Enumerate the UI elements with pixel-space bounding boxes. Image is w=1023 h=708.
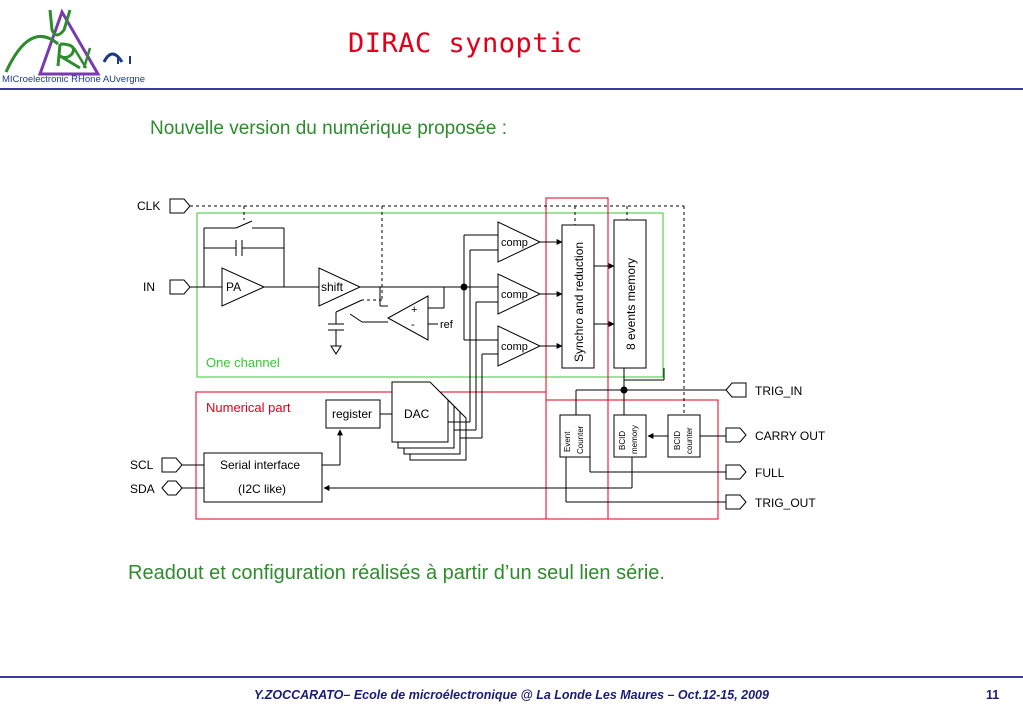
comparator-2: comp: [497, 273, 542, 315]
scl-label: SCL: [130, 458, 154, 472]
subtitle: Nouvelle version du numérique proposée :: [150, 118, 507, 139]
comp-label: comp: [501, 289, 528, 301]
event-counter-block: [559, 414, 591, 458]
output-logic-box: [545, 399, 719, 520]
micrhau-logo: [4, 8, 131, 76]
comparator-1: comp: [497, 221, 542, 263]
pa-amplifier: [221, 267, 266, 307]
memory8-label: 8 events memory: [624, 258, 638, 350]
register-label: register: [332, 407, 372, 421]
baseline-opamp: [386, 295, 429, 341]
ground-symbol: [330, 345, 342, 355]
carry-out-label: CARRY OUT: [755, 429, 826, 443]
comp-label: comp: [501, 341, 528, 353]
svg-text:counter: counter: [685, 427, 694, 454]
register-block: [325, 399, 381, 429]
trig-out-label: TRIG_OUT: [755, 496, 816, 510]
dac-stack: DAC: [391, 381, 467, 461]
in-pin: [169, 279, 191, 295]
page-number: 11: [986, 688, 1000, 702]
plus-label: +: [411, 304, 417, 316]
pa-feedback: [190, 220, 285, 288]
full-label: FULL: [755, 466, 785, 480]
shaper-amplifier: [318, 267, 362, 307]
bottom-caption: Readout et configuration réalisés à part…: [128, 562, 665, 584]
full-pin: [725, 464, 747, 480]
serial-label-2: (I2C like): [238, 482, 286, 496]
clk-pin: [169, 198, 191, 214]
serial-interface-block: [203, 452, 323, 503]
numerical-part-label: Numerical part: [206, 400, 291, 415]
eight-events-memory-block: [613, 219, 647, 369]
svg-text:BCID: BCID: [618, 431, 627, 450]
svg-text:memory: memory: [630, 425, 639, 454]
trig-in-pin: [725, 382, 747, 398]
scl-pin: [161, 457, 183, 473]
bcid-memory-block: [613, 414, 647, 458]
trig-in-label: TRIG_IN: [755, 384, 802, 398]
in-label: IN: [143, 280, 155, 294]
shift-label: shift: [321, 280, 344, 294]
one-channel-label: One channel: [206, 355, 280, 370]
svg-text:Event: Event: [563, 431, 572, 452]
svg-text:Counter: Counter: [576, 425, 585, 454]
bcid-counter-block: [667, 414, 701, 458]
logo-caption: MICroelectronic RHone AUvergne: [2, 74, 146, 85]
footer-text: Y.ZOCCARATO– Ecole de microélectronique …: [254, 688, 769, 702]
pa-label: PA: [226, 280, 241, 294]
one-channel-box: [196, 212, 664, 378]
synchro-reduction-block: [561, 224, 595, 369]
ref-label: ref: [440, 319, 454, 331]
sda-label: SDA: [130, 482, 155, 496]
synchro-label: Synchro and reduction: [572, 242, 586, 362]
footer-divider: [0, 676, 1023, 678]
clock-lines: [190, 205, 685, 428]
serial-label-1: Serial interface: [220, 458, 300, 472]
page-title: DIRAC synoptic: [348, 28, 583, 59]
svg-text:BCID: BCID: [673, 431, 682, 450]
sda-pin: [161, 480, 183, 496]
minus-label: -: [411, 319, 415, 331]
clk-label: CLK: [137, 199, 160, 213]
dac-label: DAC: [404, 407, 430, 421]
comparator-3: comp: [497, 325, 542, 367]
header-divider: [0, 88, 1023, 90]
trig-out-pin: [725, 494, 747, 510]
carry-out-pin: [725, 427, 747, 443]
comp-label: comp: [501, 237, 528, 249]
